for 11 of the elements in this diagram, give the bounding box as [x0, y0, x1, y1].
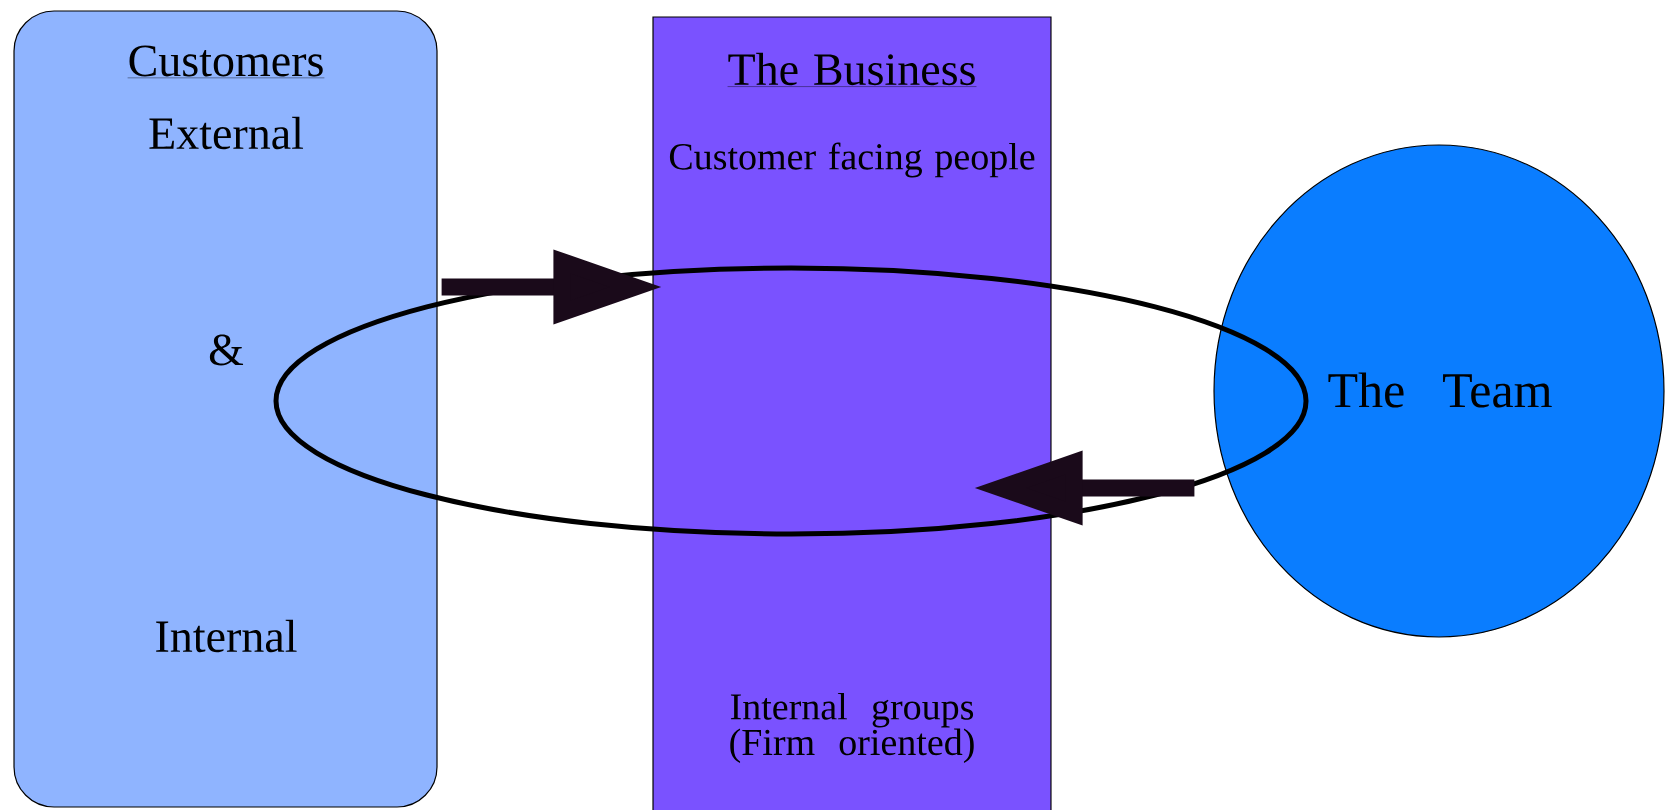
label-text: Customer facing people: [669, 142, 1035, 178]
label-text: External: [149, 116, 303, 150]
heading: Customers: [127, 45, 325, 79]
label-text: Internal: [156, 619, 297, 653]
rounded-box: [13, 10, 438, 808]
label-text: Internal groups (Firm oriented): [730, 693, 974, 763]
circle: [1213, 144, 1665, 638]
column-box: [652, 16, 1052, 810]
heading: The Business: [727, 52, 977, 87]
label-text: &: [209, 334, 244, 366]
label-text: The Team: [1328, 372, 1552, 408]
